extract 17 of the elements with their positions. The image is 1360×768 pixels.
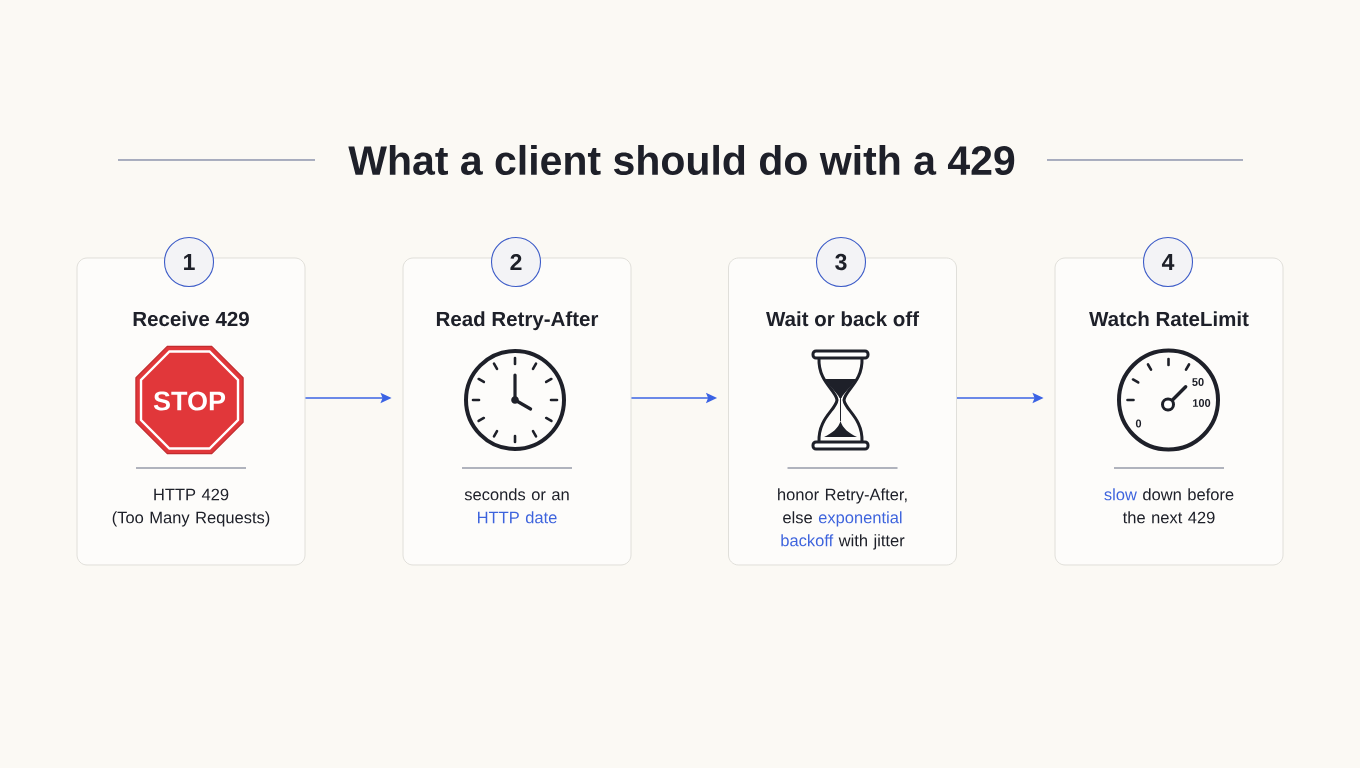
step-heading: Wait or back off [766, 311, 920, 327]
step-number: 1 [163, 236, 215, 288]
step-heading: Receive 429 [133, 311, 249, 327]
step-number: 3 [815, 236, 867, 288]
step-description: seconds or an HTTP date [464, 488, 569, 524]
step-heading: Read Retry-After [436, 311, 599, 331]
sign-text: STOP [153, 391, 226, 411]
step-description: honor Retry-After, else exponential backoff with jitter [778, 488, 907, 550]
gauge-number: 100 [1193, 399, 1211, 407]
step-description: slow down before the next 429 [1104, 488, 1234, 524]
step-number: 2 [490, 236, 542, 288]
title: What a client should do with a 429 [348, 144, 1015, 176]
step-heading: Watch RateLimit [1089, 311, 1249, 327]
gauge-number: 50 [1192, 378, 1204, 386]
gauge-number: 0 [1135, 419, 1142, 428]
step-description: HTTP 429 (Too Many Requests) [112, 488, 270, 527]
step-number: 4 [1142, 236, 1194, 288]
